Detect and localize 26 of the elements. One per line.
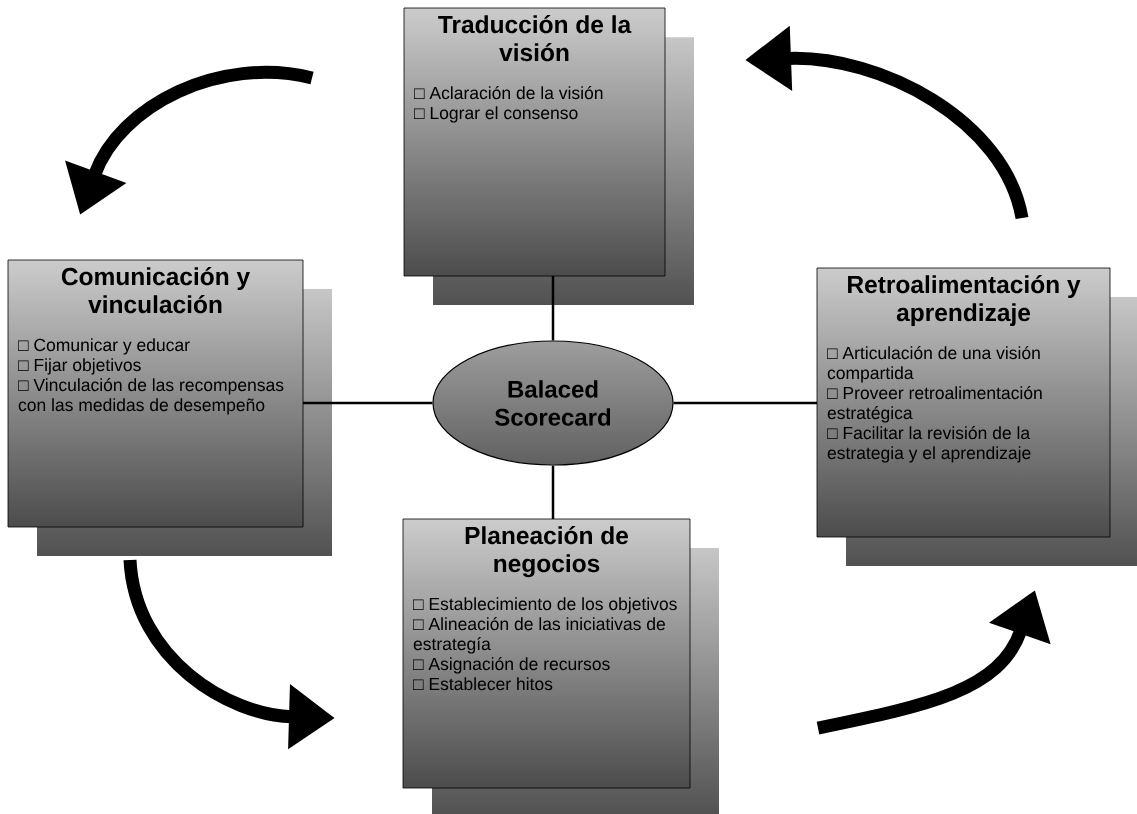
process-box	[403, 7, 666, 277]
bullet-item: □ Establecer hitos	[413, 677, 553, 691]
bullet-item: □ Fijar objetivos	[18, 358, 141, 375]
process-box	[402, 518, 691, 789]
bullet-item: □ Articulación de una visión compartida	[827, 346, 1040, 383]
central-ellipse	[432, 340, 674, 466]
box-heading: Planeación de negocios	[465, 526, 629, 578]
bullet-item: □ Proveer retroalimentación estratégica	[827, 386, 1042, 423]
connector-line	[551, 465, 555, 519]
bullet-item: □ Aclaración de la visión	[414, 86, 603, 100]
connector-line	[551, 276, 555, 341]
box-heading: Retroalimentación y aprendizaje	[848, 275, 1081, 327]
bullet-item: □ Establecimiento de los objetivos	[413, 597, 677, 614]
bullet-item: □ Facilitar la revisión de la estrategia y el aprendizaje	[827, 426, 1031, 463]
bullet-item: □ Lograr el consenso	[414, 106, 578, 123]
process-box	[816, 267, 1111, 538]
connector-line	[673, 401, 817, 405]
box-heading: Traducción de la visión	[438, 15, 632, 62]
ellipse-label: Balaced Scorecard	[495, 380, 611, 426]
bullet-item: □ Alineación de las iniciativas de estrategía	[413, 617, 665, 654]
box-heading: Comunicación y vinculación	[61, 267, 250, 314]
bullet-item: □ Asignación de recursos	[413, 657, 610, 674]
connector-line	[303, 401, 433, 405]
process-box	[7, 259, 304, 528]
bullet-item: □ Vinculación de las recompensas con las medidas de desempeño	[18, 378, 284, 415]
bullet-item: □ Comunicar y educar	[18, 338, 190, 355]
